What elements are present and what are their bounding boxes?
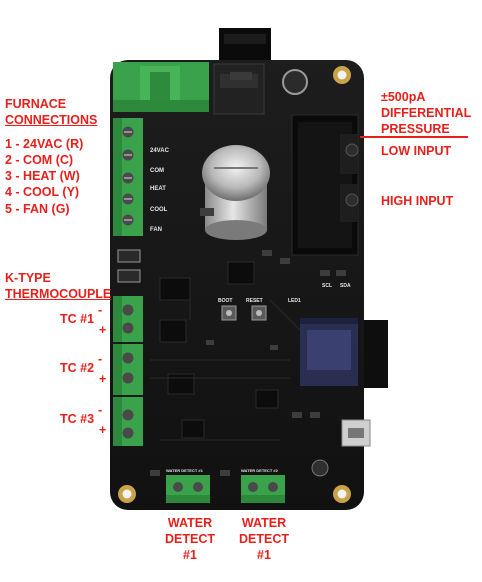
low-input-label: LOW INPUT	[381, 144, 452, 158]
furnace-item-3: 3 - HEAT (W)	[5, 169, 80, 183]
top-connector-slot	[224, 34, 266, 44]
silk-sda: SDA	[340, 283, 351, 289]
silk-heat: HEAT	[150, 186, 166, 192]
silk-24vac: 24VAC	[150, 148, 169, 154]
silk-led: LED1	[288, 298, 301, 304]
pcb-traces	[150, 299, 301, 441]
furnace-terminal-block	[113, 118, 143, 236]
high-input-label: HIGH INPUT	[381, 194, 454, 208]
ic-chips	[159, 261, 279, 439]
thermocouple-heading-1: K-TYPE	[5, 271, 51, 285]
water-detect-1-line1: WATER	[167, 516, 213, 530]
furnace-item-1: 1 - 24VAC (R)	[5, 137, 84, 151]
furnace-heading-2: CONNECTIONS	[5, 113, 98, 127]
tc1-label: TC #1	[60, 312, 95, 326]
water-detect-2-line1: WATER	[241, 516, 287, 530]
tc2-plus: +	[99, 372, 107, 386]
furnace-item-2: 2 - COM (C)	[5, 153, 74, 167]
tc3-label: TC #3	[60, 412, 95, 426]
esp-module	[300, 318, 358, 386]
furnace-heading-1: FURNACE	[5, 97, 67, 111]
silk-reset: RESET	[246, 298, 263, 304]
thermocouple-terminals	[113, 296, 143, 446]
silk-scl: SCL	[322, 283, 332, 289]
smd-components	[117, 72, 346, 476]
thermocouple-heading-2: THERMOCOUPLE	[5, 287, 112, 301]
small-cap-bottom	[311, 459, 329, 477]
tc2-minus: -	[98, 352, 103, 366]
silk-water-2: WATER DETECT #2	[241, 468, 278, 473]
tc3-minus: -	[98, 403, 103, 417]
small-capacitor	[282, 69, 308, 95]
water-detect-1-line3: #1	[183, 548, 197, 562]
large-capacitor	[202, 145, 270, 240]
usb-port	[348, 428, 364, 438]
silk-boot: BOOT	[218, 298, 233, 304]
water-detect-2-line3: #1	[257, 548, 271, 562]
water-detect-1-line2: DETECT	[165, 532, 215, 546]
water-detect-2-line2: DETECT	[239, 532, 289, 546]
relay-module	[213, 63, 265, 115]
water-detect-terminals	[166, 475, 285, 503]
tc2-label: TC #2	[60, 361, 95, 375]
silk-cool: COOL	[150, 207, 168, 213]
pressure-range: ±500pA	[381, 90, 426, 104]
tc1-plus: +	[99, 323, 107, 337]
top-green-terminal	[113, 62, 209, 112]
tc1-minus: -	[98, 303, 103, 317]
pressure-heading-2: PRESSURE	[381, 122, 450, 136]
pressure-heading-1: DIFFERENTIAL	[381, 106, 472, 120]
silk-water-1: WATER DETECT #1	[166, 468, 203, 473]
silk-fan: FAN	[150, 227, 162, 233]
pressure-sensor	[291, 114, 359, 256]
furnace-item-5: 5 - FAN (G)	[5, 202, 70, 216]
tc3-plus: +	[99, 423, 107, 437]
furnace-item-4: 4 - COOL (Y)	[5, 185, 80, 199]
pressure-underline	[360, 136, 468, 138]
silk-com: COM	[150, 168, 164, 174]
pcb-buttons	[221, 305, 267, 321]
